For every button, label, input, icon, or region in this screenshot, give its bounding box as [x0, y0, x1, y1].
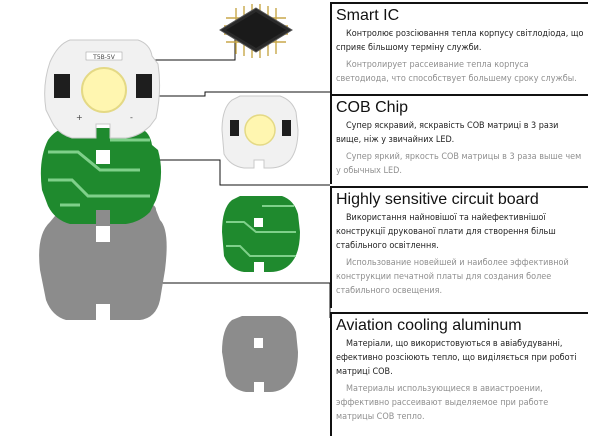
connector-aluminum	[148, 282, 331, 318]
section-title: Smart IC	[336, 7, 400, 24]
section-smart-ic: Smart IC Контролює розсіювання тепла кор…	[330, 2, 588, 94]
ic-left-large	[54, 74, 70, 98]
section-title: Highly sensitive circuit board	[336, 191, 539, 208]
pcb-board-small	[222, 196, 300, 272]
section-text-ru: Контролирует рассеивание тепла корпуса с…	[336, 60, 577, 84]
cob-chip-large	[81, 67, 127, 113]
section-text-ru: Супер яркий, яркость COB матрицы в 3 раз…	[336, 152, 582, 176]
section-aluminum: Aviation cooling aluminum Матеріали, що …	[330, 312, 588, 436]
ic-right-large	[136, 74, 152, 98]
pcb-board-large	[40, 128, 162, 224]
board-mark-plus: +	[76, 113, 83, 122]
led-board-large: T5B-5V + -	[44, 39, 161, 139]
board-mark-minus: -	[130, 113, 133, 122]
section-text-ua: Супер яскравий, яскравість COB матриці в…	[336, 121, 559, 145]
smart-ic-image	[219, 4, 293, 58]
aluminum-base-large	[39, 204, 167, 320]
section-title: COB Chip	[336, 99, 409, 116]
cob-board-small	[221, 95, 299, 169]
section-cob-chip: COB Chip Супер яскравий, яскравість COB …	[330, 94, 588, 184]
section-title: Aviation cooling aluminum	[336, 317, 522, 334]
aluminum-base-small	[222, 316, 298, 392]
section-text-ua: Використання найновішої та найефективніш…	[336, 213, 556, 251]
board-label: T5B-5V	[92, 54, 116, 61]
section-text-ua: Контролює розсіювання тепла корпусу світ…	[336, 29, 584, 53]
section-circuit-board: Highly sensitive circuit board Використа…	[330, 186, 588, 308]
section-text-ua: Матеріали, що використовуються в авіабуд…	[336, 339, 577, 377]
section-text-ru: Использование новейшей и наиболее эффект…	[336, 258, 569, 296]
connector-smart-ic	[132, 35, 236, 61]
section-text-ru: Материалы использующиеся в авиастроении,…	[336, 384, 549, 422]
connector-pcb	[135, 159, 330, 186]
